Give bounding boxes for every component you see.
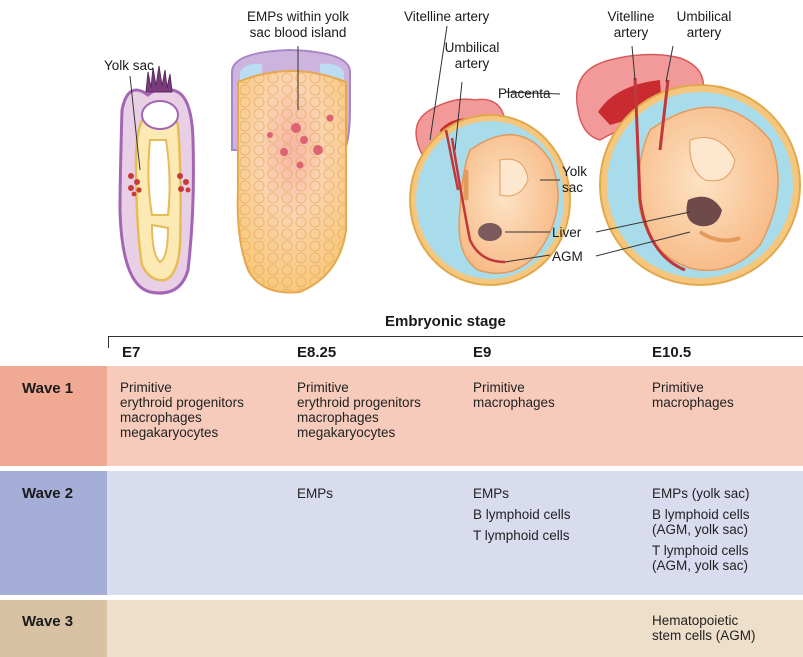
embryo-development-illustration: [0, 0, 803, 300]
stage-e9: E9: [473, 344, 491, 361]
wave-2-e825-cell: EMPs: [297, 486, 333, 501]
label-liver: Liver: [552, 225, 581, 241]
label-yolk-sac: Yolk sac: [104, 58, 154, 74]
stage-divider-tick: [108, 336, 109, 348]
embryo-e9: [410, 99, 570, 285]
label-yolk-sac-e9: Yolk sac: [562, 164, 587, 196]
label-agm: AGM: [552, 249, 583, 265]
embryo-e105: [577, 54, 800, 285]
label-vitelline-artery-e9: Vitelline artery: [404, 9, 489, 25]
wave-2-e9-cell: EMPs B lymphoid cells T lymphoid cells: [473, 486, 571, 543]
wave-2-label: Wave 2: [22, 485, 73, 502]
label-vitelline-artery-e105: Vitelline artery: [596, 9, 666, 41]
label-umbilical-artery-e9: Umbilical artery: [436, 40, 508, 72]
label-placenta: Placenta: [498, 86, 551, 102]
wave-2-e105-cell: EMPs (yolk sac) B lymphoid cells (AGM, y…: [652, 486, 750, 573]
label-emps-blood-island: EMPs within yolk sac blood island: [238, 9, 358, 41]
wave-3-label: Wave 3: [22, 613, 73, 630]
wave-3-row: Wave 3 Hematopoietic stem cells (AGM): [0, 600, 803, 657]
wave-1-label: Wave 1: [22, 380, 73, 397]
stage-divider: [108, 336, 803, 337]
wave-3-e105-cell: Hematopoietic stem cells (AGM): [652, 613, 756, 643]
embryonic-stage-title: Embryonic stage: [385, 313, 506, 330]
wave-2-row: Wave 2 EMPs EMPs B lymphoid cells T lymp…: [0, 471, 803, 595]
stage-e7: E7: [122, 344, 140, 361]
stage-e105: E10.5: [652, 344, 691, 361]
label-umbilical-artery-e105: Umbilical artery: [664, 9, 744, 41]
stage-e825: E8.25: [297, 344, 336, 361]
yolk-sac-embryo-e7: [120, 66, 193, 293]
blood-island-embryo-e825: [232, 50, 350, 293]
